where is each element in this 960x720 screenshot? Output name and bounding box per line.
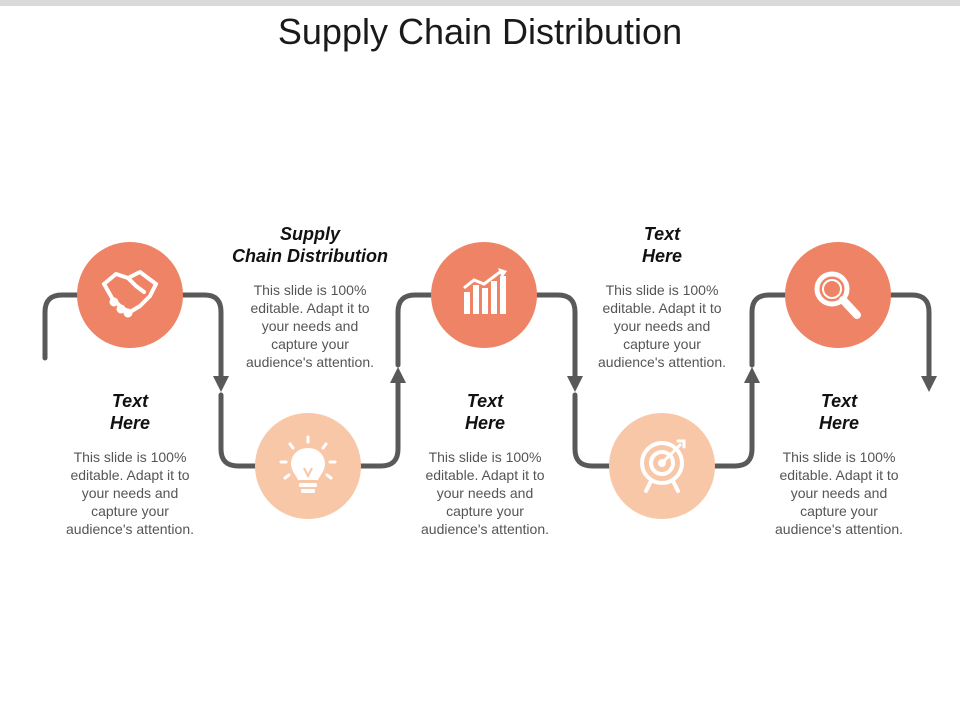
step-5-text: Text Here This slide is 100% editable. A… <box>759 390 919 538</box>
magnifier-icon <box>814 271 861 319</box>
bar-chart-icon <box>463 268 507 314</box>
step-4-description: This slide is 100% editable. Adapt it to… <box>598 282 726 370</box>
step-3-text: Text Here This slide is 100% editable. A… <box>405 390 565 538</box>
step-1-heading: Text Here <box>109 391 151 433</box>
connector-3-branch <box>395 292 436 368</box>
lightbulb-icon <box>279 435 337 493</box>
connector-3-4 <box>532 292 584 393</box>
step-5-heading: Text Here <box>818 391 860 433</box>
connector-2-branch <box>218 392 261 469</box>
step-4-circle <box>609 413 715 519</box>
connector-5-branch <box>749 292 791 368</box>
connector-4-5 <box>709 366 761 469</box>
step-1-description: This slide is 100% editable. Adapt it to… <box>66 449 194 537</box>
step-5-description: This slide is 100% editable. Adapt it to… <box>775 449 903 537</box>
connector-2-3 <box>355 366 407 469</box>
connector-end <box>885 292 938 393</box>
connector-4-branch <box>572 392 615 469</box>
step-2-text: Supply Chain Distribution This slide is … <box>215 223 405 371</box>
step-3-description: This slide is 100% editable. Adapt it to… <box>421 449 549 537</box>
step-4-text: Text Here This slide is 100% editable. A… <box>582 223 742 371</box>
step-3-heading: Text Here <box>464 391 506 433</box>
step-4-heading: Text Here <box>641 224 683 266</box>
step-2-description: This slide is 100% editable. Adapt it to… <box>246 282 374 370</box>
step-3-circle <box>431 242 537 348</box>
connector-1-2 <box>177 292 230 393</box>
handshake-icon <box>102 270 158 318</box>
target-icon <box>640 439 686 493</box>
step-1-text: Text Here This slide is 100% editable. A… <box>50 390 210 538</box>
top-rule <box>0 0 960 6</box>
step-5-circle <box>785 242 891 348</box>
step-1-circle <box>77 242 183 348</box>
step-2-heading: Supply Chain Distribution <box>232 224 388 266</box>
slide-title: Supply Chain Distribution <box>277 11 683 52</box>
step-2-circle <box>255 413 361 519</box>
connector-start <box>42 292 83 361</box>
